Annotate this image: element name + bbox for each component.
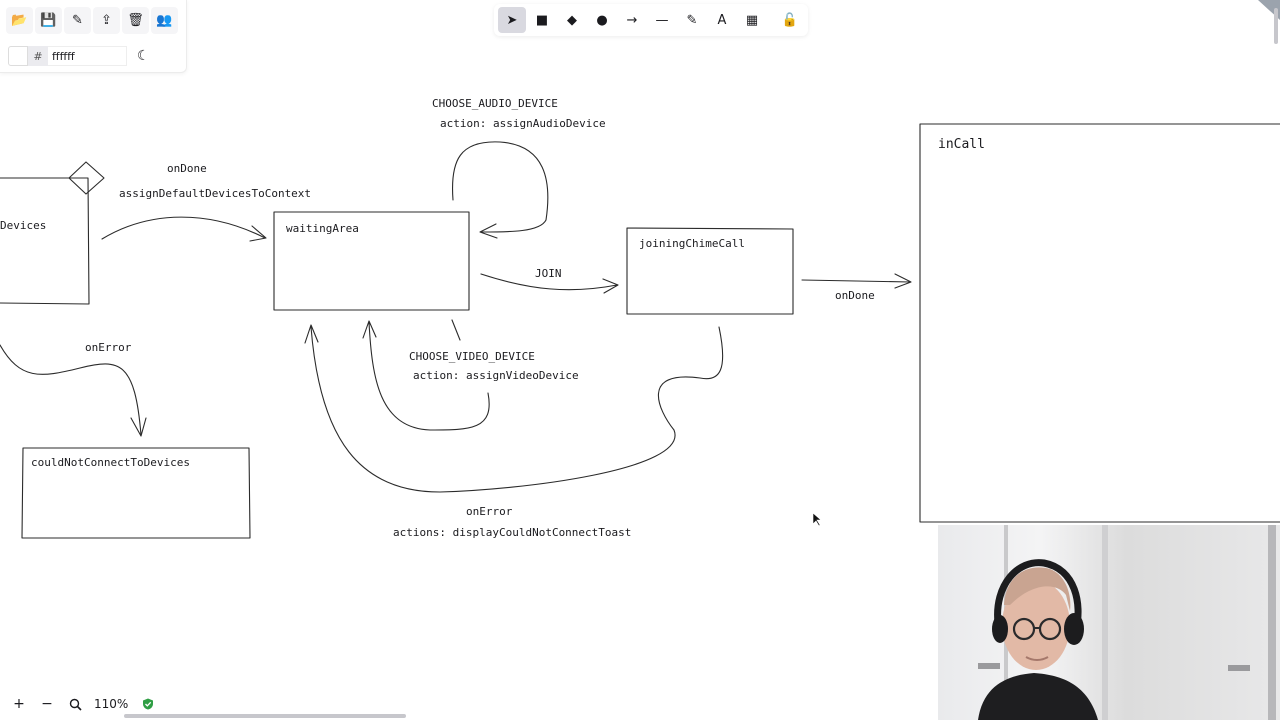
label-choose-audio: CHOOSE_AUDIO_DEVICE [432,97,558,110]
horizontal-scrollbar[interactable] [124,714,406,718]
zoom-controls: + − 110% [6,692,154,716]
arrow-to-in-call[interactable] [801,273,912,289]
selection-tool[interactable]: ➤ [498,7,526,33]
arrow-on-error-devices[interactable] [0,344,147,437]
label-choose-video: CHOOSE_VIDEO_DEVICE [409,350,535,363]
arrow-on-error-joining[interactable] [304,324,724,493]
zoom-out-button[interactable]: − [41,696,53,712]
diamond-tool-icon: ◆ [567,12,577,28]
ellipse-tool-icon: ● [596,12,608,28]
label-on-done-1: onDone [167,162,207,175]
dark-mode-icon[interactable]: ☾ [137,48,150,64]
label-assign-audio: action: assignAudioDevice [440,117,606,130]
line-tool[interactable]: — [648,7,676,33]
state-devices-label: Devices [0,219,46,232]
zoom-reset-button[interactable] [62,692,88,716]
rectangle-tool[interactable]: ■ [528,7,556,33]
state-could-not-connect-label: couldNotConnectToDevices [31,456,190,469]
label-assign-video: action: assignVideoDevice [413,369,579,382]
color-hash-label: # [28,46,48,66]
library-tool[interactable]: ▦ [738,7,766,33]
shape-toolbar: ➤ ■ ◆ ● → — ✎ A ▦ 🔓 [494,4,808,36]
label-display-toast: actions: displayCouldNotConnectToast [393,526,631,539]
file-actions-row: 📂💾✎⇪🗑👥 [6,7,178,34]
collaborate-icon[interactable]: 👥 [151,7,178,34]
state-devices[interactable]: Devices [0,177,90,305]
state-waiting-area[interactable]: waitingArea [273,211,470,311]
state-waiting-area-label: waitingArea [286,222,359,235]
state-joining-chime-call[interactable]: joiningChimeCall [626,227,794,315]
lock-tool[interactable]: 🔓 [776,7,804,33]
vertical-scrollbar[interactable] [1274,8,1278,44]
encryption-shield-icon[interactable] [142,698,154,710]
draw-tool-icon: ✎ [686,12,698,28]
zoom-in-button[interactable]: + [13,696,25,712]
label-assign-default: assignDefaultDevicesToContext [119,187,311,200]
magnifier-icon [69,698,82,711]
arrow-video-loop[interactable] [362,319,490,431]
webcam-video-overlay [938,525,1280,720]
rectangle-tool-icon: ■ [535,12,549,28]
label-on-error-1: onError [85,341,132,354]
ellipse-tool[interactable]: ● [588,7,616,33]
label-on-done-2: onDone [835,289,875,302]
arrow-audio-loop[interactable] [451,141,549,239]
save-as-icon[interactable]: ✎ [64,7,91,34]
export-icon[interactable]: ⇪ [93,7,120,34]
background-color-swatch[interactable] [8,46,28,66]
lock-tool-icon: 🔓 [781,12,799,28]
state-could-not-connect[interactable]: couldNotConnectToDevices [21,447,251,539]
webcam-person-image [978,525,1276,720]
state-in-call[interactable]: inCall [919,123,1280,523]
arrow-tool-icon: → [626,12,638,28]
mouse-cursor-icon [812,512,822,527]
zoom-level: 110% [94,697,129,711]
initial-state-diamond[interactable] [68,161,105,195]
arrow-tool[interactable]: → [618,7,646,33]
background-color-input[interactable] [48,46,127,66]
draw-tool[interactable]: ✎ [678,7,706,33]
label-on-error-2: onError [466,505,513,518]
diamond-tool[interactable]: ◆ [558,7,586,33]
text-tool[interactable]: A [708,7,736,33]
trash-icon[interactable]: 🗑 [122,7,149,34]
label-join: JOIN [535,267,562,280]
library-tool-icon: ▦ [745,12,759,28]
arrow-join[interactable] [480,273,619,294]
state-in-call-label: inCall [938,137,985,152]
state-joining-chime-call-label: joiningChimeCall [639,237,745,250]
line-tool-icon: — [655,12,669,28]
background-color-picker: # ☾ [8,46,150,66]
open-icon[interactable]: 📂 [6,7,33,34]
arrow-devices-to-waiting[interactable] [101,216,267,242]
save-icon[interactable]: 💾 [35,7,62,34]
app-menu-panel: 📂💾✎⇪🗑👥 # ☾ [0,0,187,73]
selection-tool-icon: ➤ [506,12,518,28]
text-tool-icon: A [717,12,727,28]
